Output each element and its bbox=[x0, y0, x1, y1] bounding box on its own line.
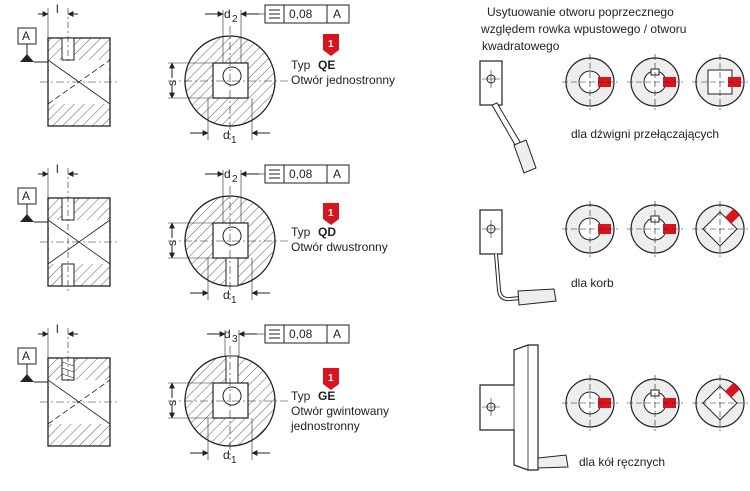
datum-triangle bbox=[20, 374, 34, 382]
dim-d-top: d bbox=[224, 167, 231, 181]
keyway-view-2 bbox=[627, 375, 683, 431]
dim-d-bottom: d bbox=[223, 448, 230, 462]
badge-number: 1 bbox=[328, 373, 334, 384]
dim-d-top: d bbox=[224, 7, 231, 21]
type-prefix: Typ bbox=[291, 225, 311, 239]
front-view-qe: d 2 s d 1 0 bbox=[165, 4, 395, 146]
dim-d-bottom-sub: 1 bbox=[231, 135, 237, 146]
usage-qd: dla korb bbox=[479, 201, 748, 306]
crank-arm-icon bbox=[495, 253, 521, 301]
keyway-view-2 bbox=[627, 201, 683, 257]
dim-d-top-sub: 3 bbox=[232, 334, 238, 345]
flatness-icon bbox=[269, 169, 280, 179]
header-title-line1: Usytuowanie otworu poprzecznego bbox=[487, 5, 674, 19]
crank-handle-icon bbox=[517, 288, 557, 306]
badge-number: 1 bbox=[328, 208, 334, 219]
dim-d-bottom-sub: 1 bbox=[231, 295, 237, 306]
type-code: GE bbox=[318, 389, 335, 403]
dim-d-top: d bbox=[224, 327, 231, 341]
side-view-ge: A l bbox=[17, 322, 118, 447]
badge-number: 1 bbox=[328, 39, 334, 50]
datum-triangle bbox=[20, 54, 34, 62]
row-qe: A l d 2 bbox=[17, 2, 748, 174]
row-ge: A l bbox=[17, 322, 748, 471]
type-desc1: Otwór jednostronny bbox=[291, 73, 395, 87]
lever-handle-icon bbox=[513, 139, 537, 174]
dim-d-top-sub: 2 bbox=[232, 174, 238, 185]
tolerance-value: 0,08 bbox=[289, 327, 313, 341]
square-hole-view bbox=[692, 54, 748, 110]
datum-label: A bbox=[22, 29, 30, 43]
type-code: QD bbox=[318, 225, 336, 239]
handwheel-handle-icon bbox=[537, 454, 569, 469]
usage-label: dla kół ręcznych bbox=[579, 455, 665, 469]
header-title-line3: kwadratowego bbox=[482, 39, 560, 53]
square-hole-view bbox=[692, 375, 748, 431]
usage-qe: dla dźwigni przełączających bbox=[479, 54, 748, 174]
keyway-view-2 bbox=[627, 54, 683, 110]
tolerance-frame: 0,08 A bbox=[255, 4, 350, 24]
dim-d-bottom-sub: 1 bbox=[231, 455, 237, 466]
dim-d-bottom: d bbox=[223, 288, 230, 302]
dim-s: s bbox=[165, 80, 179, 86]
dim-d-top-sub: 2 bbox=[232, 14, 238, 25]
tolerance-value: 0,08 bbox=[289, 7, 313, 21]
flatness-icon bbox=[269, 9, 280, 19]
flatness-icon bbox=[269, 329, 280, 339]
tolerance-ref: A bbox=[333, 7, 341, 21]
type-code: QE bbox=[318, 58, 335, 72]
tolerance-ref: A bbox=[333, 327, 341, 341]
dim-s: s bbox=[165, 240, 179, 246]
keyway-view-1 bbox=[562, 201, 618, 257]
type-prefix: Typ bbox=[291, 389, 311, 403]
tolerance-ref: A bbox=[333, 167, 341, 181]
keyway-view-1 bbox=[562, 54, 618, 110]
dim-d-bottom: d bbox=[223, 128, 230, 142]
datum-label: A bbox=[22, 349, 30, 363]
datum-label: A bbox=[22, 189, 30, 203]
tolerance-value: 0,08 bbox=[289, 167, 313, 181]
badge-icon: 1 bbox=[323, 203, 339, 225]
side-view-qd: A l bbox=[17, 162, 118, 292]
row-qd: A l d bbox=[17, 162, 748, 306]
type-prefix: Typ bbox=[291, 58, 311, 72]
dim-l: l bbox=[56, 2, 59, 16]
tolerance-frame: 0,08 A bbox=[255, 164, 350, 184]
type-desc2: jednostronny bbox=[290, 419, 360, 433]
type-desc1: Otwór gwintowany bbox=[291, 404, 389, 418]
usage-label: dla dźwigni przełączających bbox=[571, 127, 719, 141]
dim-l: l bbox=[56, 322, 59, 336]
handwheel-icon bbox=[479, 344, 539, 471]
usage-label: dla korb bbox=[571, 276, 614, 290]
header-title-line2: względem rowka wpustowego / otworu bbox=[480, 22, 686, 36]
side-view-qe: A l bbox=[17, 2, 118, 127]
front-view-ge: d 3 s d 1 0,08 bbox=[165, 324, 389, 466]
tolerance-frame: 0,08 A bbox=[255, 324, 350, 344]
front-view-qd: d 2 s d 1 0,08 bbox=[165, 164, 388, 306]
keyway-view-1 bbox=[562, 375, 618, 431]
dim-l: l bbox=[56, 162, 59, 176]
square-hole-view bbox=[692, 201, 748, 257]
dim-s: s bbox=[165, 400, 179, 406]
badge-icon: 1 bbox=[323, 34, 339, 56]
usage-ge: dla kół ręcznych bbox=[479, 344, 748, 471]
type-desc1: Otwór dwustronny bbox=[291, 240, 388, 254]
datum-triangle bbox=[20, 214, 34, 222]
badge-icon: 1 bbox=[323, 368, 339, 390]
